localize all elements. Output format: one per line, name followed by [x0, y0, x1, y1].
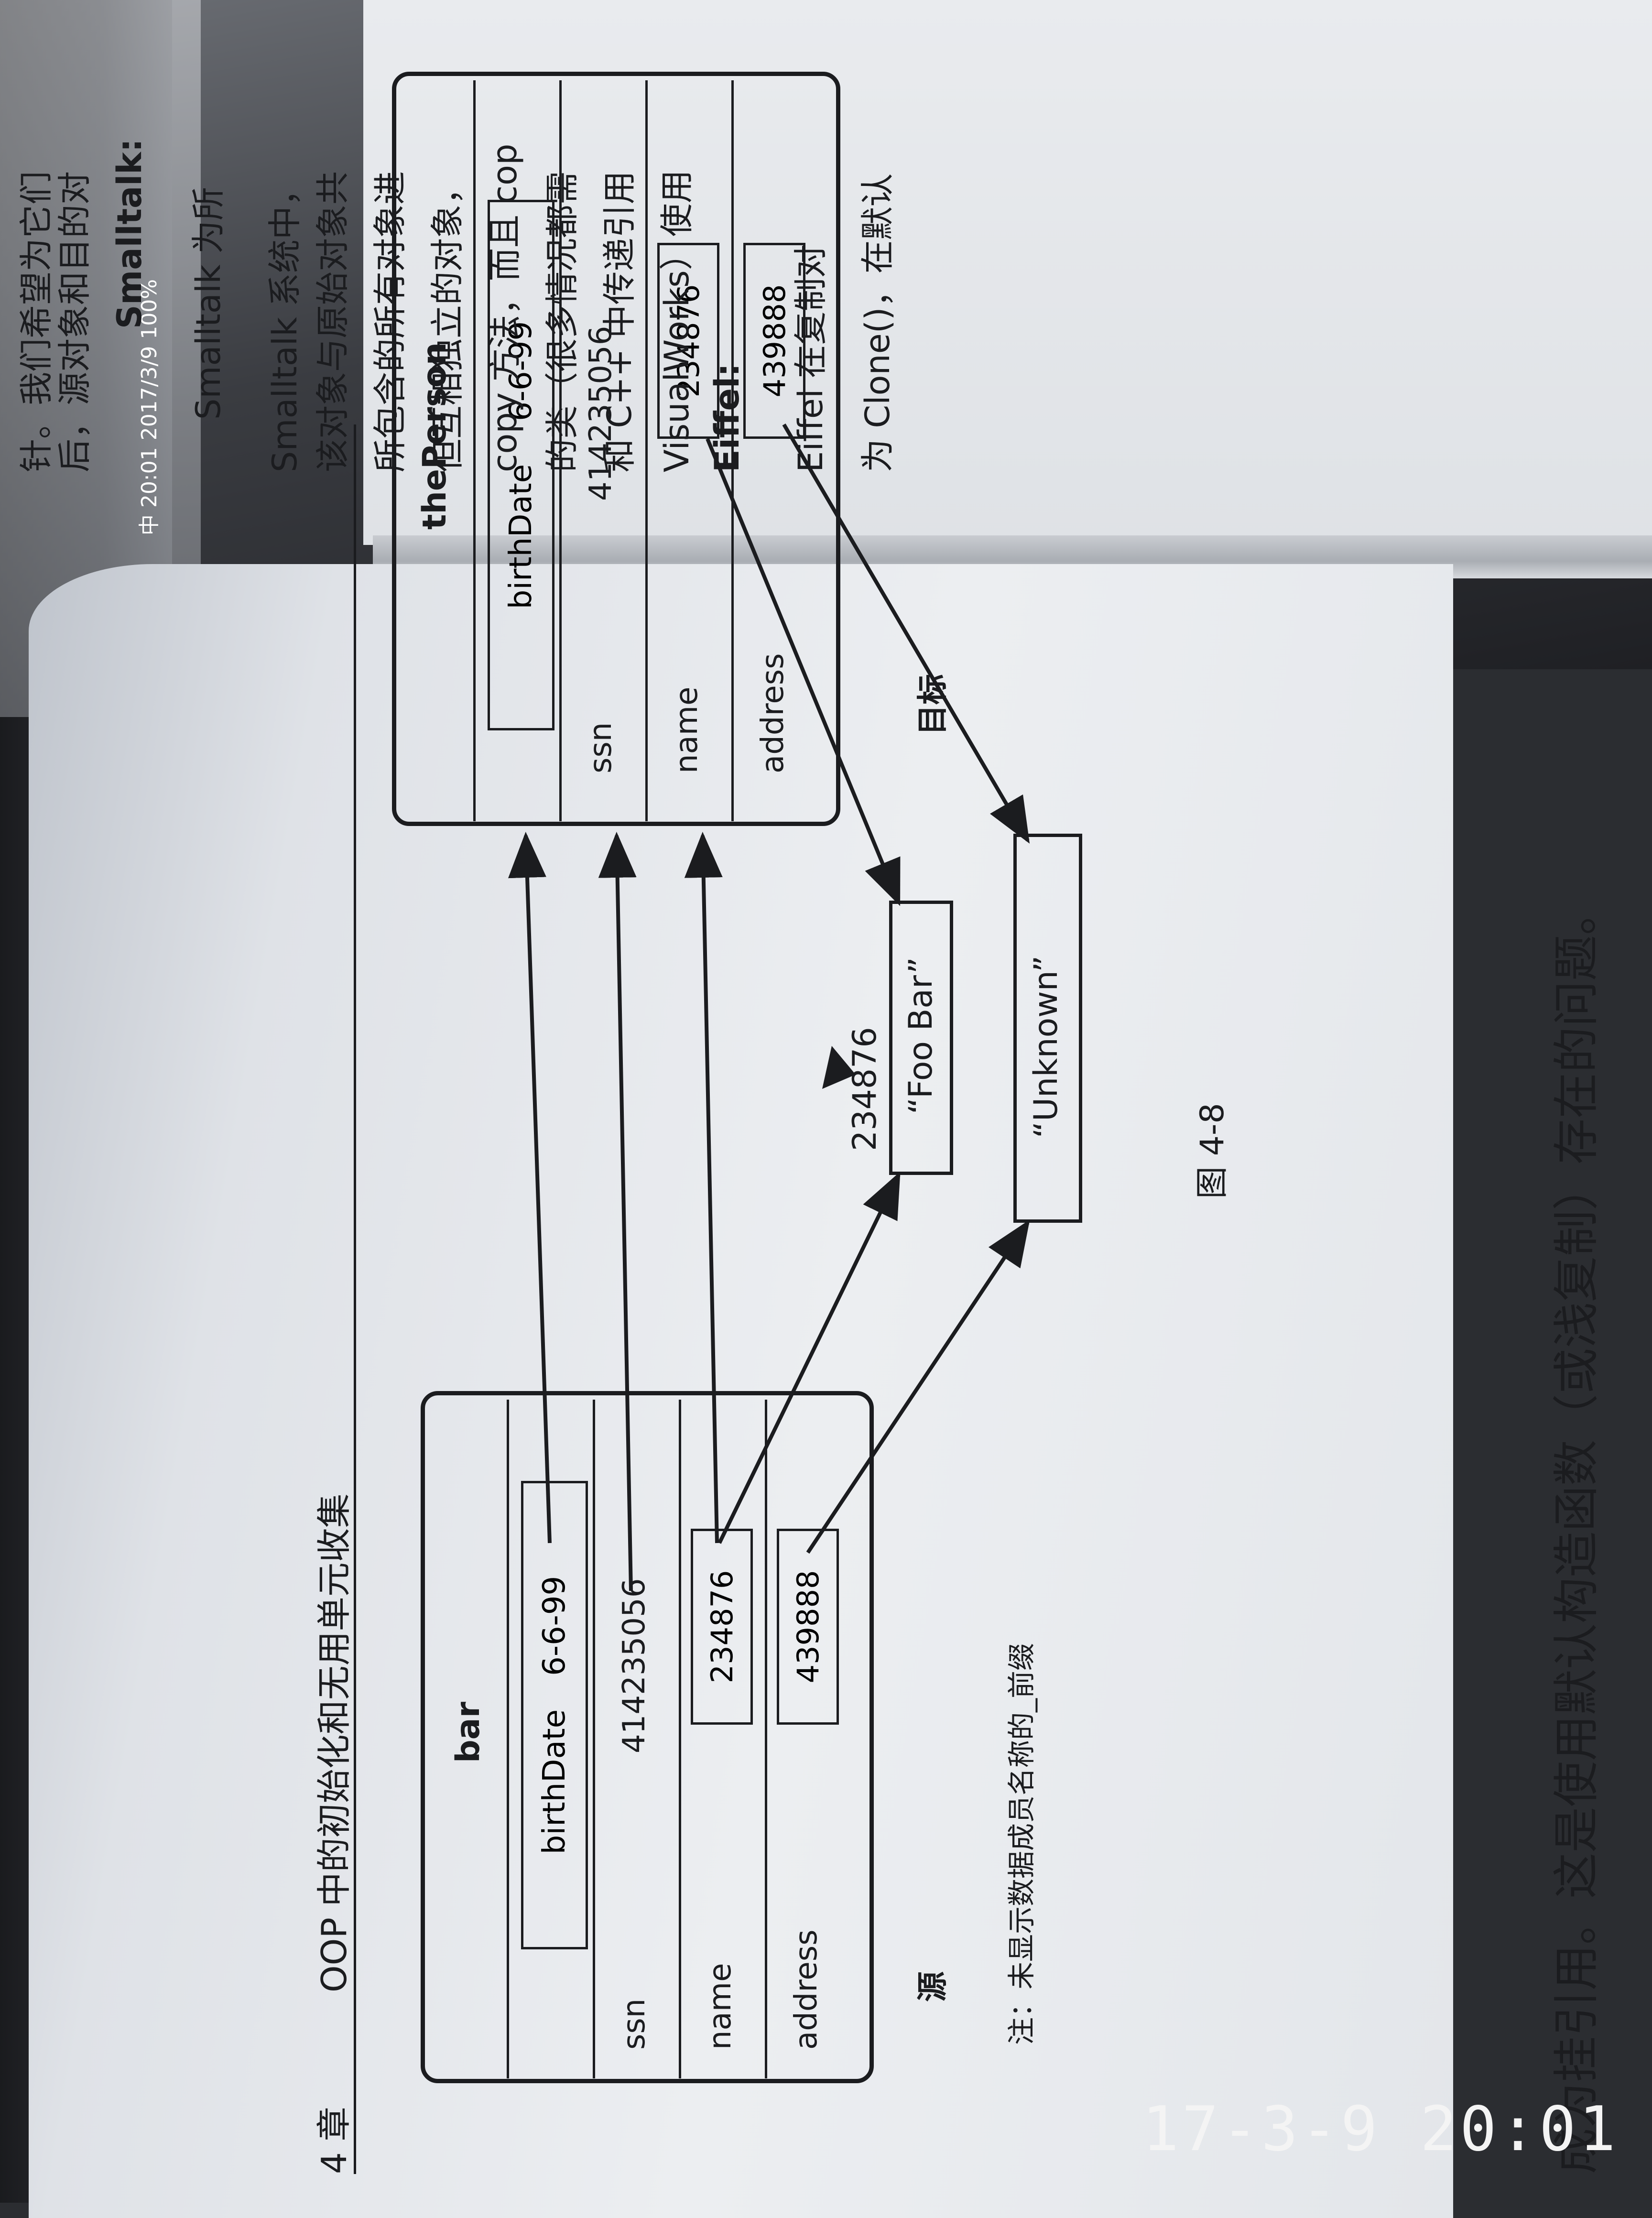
right-page-line: Eiffel: — [707, 363, 747, 472]
right-page-line: 所包含的所有对象进 — [370, 171, 410, 472]
bar-name-pointer-arrow — [717, 1171, 901, 1544]
right-page-line: 为 Clone()，在默认 — [858, 173, 897, 472]
birthdate-copy-arrow — [508, 832, 552, 1544]
right-page-line: Smalltalk 系统中， — [265, 173, 304, 472]
right-page-line: 的类（很多情况都需 — [543, 171, 582, 472]
book-left-page — [29, 564, 1453, 2218]
theperson-name-pointer-arrow — [706, 438, 901, 906]
photo-timestamp: 17-3-9 20:01 — [1142, 2094, 1619, 2165]
right-page-line: copy 方法，而且 cop — [485, 143, 524, 472]
right-page-line: Smalltalk 为所 — [189, 187, 228, 420]
body-text-line: 成为挂引用。这是使用默认构造函数（或浅复制）存在的问题。 — [1550, 889, 1603, 2174]
right-page-line: Eiffel 在复制对 — [791, 244, 830, 472]
right-page-line: 该对象与原始对象共 — [313, 171, 352, 472]
right-page-line: Smalltalk: — [110, 139, 149, 329]
figure-note: 注：未显示数据成员名称的_前缀 — [1005, 1642, 1038, 2045]
mouse-cursor-mark — [822, 1046, 856, 1089]
right-page-line: VisualWorks）使用 — [657, 170, 696, 472]
book-right-page — [363, 0, 1652, 545]
right-page-line: 但互相独立的对象， — [428, 171, 467, 472]
theperson-address-pointer-arrow — [782, 423, 1030, 844]
figure-caption: 图 4-8 — [1194, 1103, 1231, 1199]
name-copy-arrow — [684, 832, 723, 1544]
bar-address-pointer-arrow — [806, 1219, 1030, 1554]
right-page-line: 后，源对象和目的对 — [55, 171, 94, 472]
right-page-line: 和 C++ 中传递引用 — [600, 171, 639, 472]
ssn-copy-arrow — [598, 832, 637, 1591]
